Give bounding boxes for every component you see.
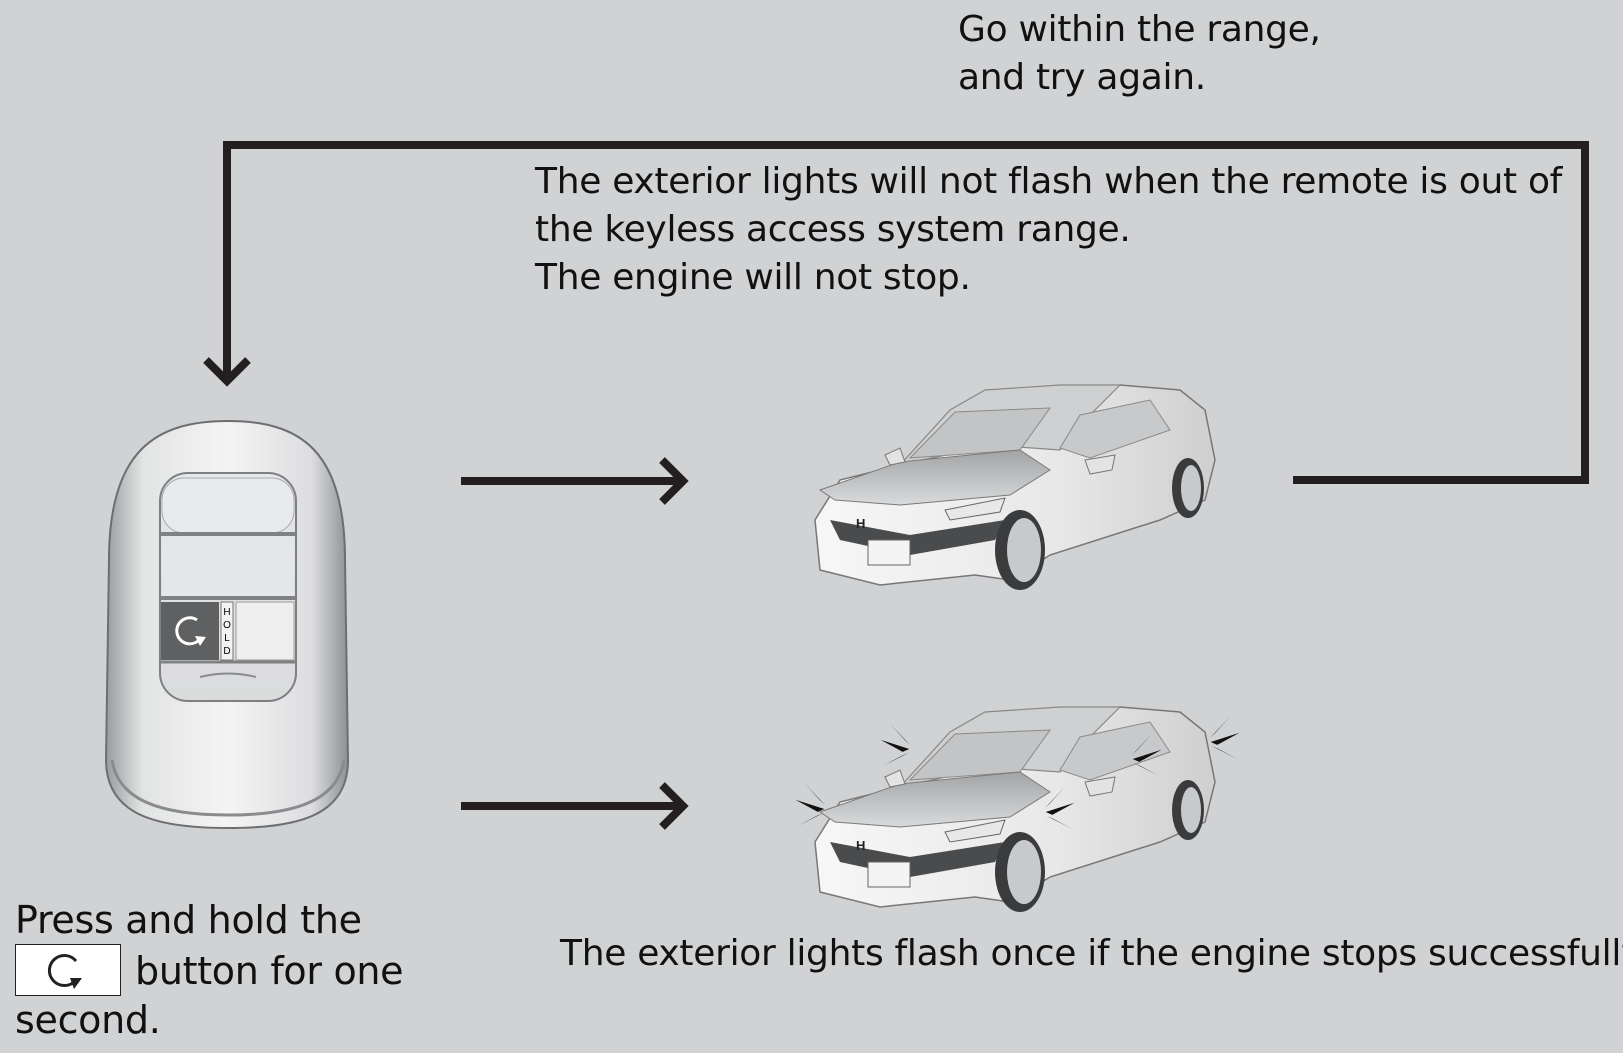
fob-button-unlock[interactable] [162, 537, 294, 597]
engine-start-stop-button-symbol [15, 944, 121, 996]
retry-note-line: Go within the range, [958, 9, 1321, 50]
loop-back-arrowhead [203, 357, 251, 387]
car-flashing-lights [814, 706, 1216, 913]
arrow-to-no-flash-head [659, 457, 689, 505]
car-no-flash [814, 384, 1216, 591]
fob-bottom-rim [110, 759, 346, 817]
fob-face-notch [199, 672, 257, 678]
instruction-line-2-text: button for one [135, 949, 404, 993]
arrow-to-flash-head [659, 782, 689, 830]
retry-note: Go within the range, and try again. [958, 6, 1321, 102]
success-note-line: The exterior lights flash once if the en… [560, 933, 1623, 974]
instruction-line-2: button for one [15, 944, 404, 996]
engine-start-stop-icon [47, 953, 82, 989]
hold-label-o: O [223, 620, 231, 631]
fob-button-trunk[interactable] [235, 601, 295, 661]
hold-label-l: L [224, 633, 230, 644]
out-of-range-line: The engine will not stop. [535, 257, 971, 298]
instruction-text: Press and hold the button for one second… [15, 896, 404, 1044]
out-of-range-note: The exterior lights will not flash when … [535, 158, 1562, 302]
loop-back-line [223, 141, 1589, 484]
flash-mark-rear [1206, 715, 1245, 764]
hold-label-strip [220, 601, 234, 661]
instruction-line-1: Press and hold the [15, 898, 362, 942]
engine-start-stop-icon [175, 616, 201, 646]
hold-label-d: D [223, 646, 230, 657]
hold-label-h: H [223, 607, 230, 618]
out-of-range-line: the keyless access system range. [535, 209, 1131, 250]
out-of-range-line: The exterior lights will not flash when … [535, 161, 1563, 202]
flash-mark-front-left [790, 782, 829, 831]
fob-button-engine-start[interactable] [161, 602, 219, 660]
instruction-line-3: second. [15, 998, 161, 1042]
success-note: The exterior lights flash once if the en… [560, 930, 1623, 978]
flash-mark-left-mirror [875, 722, 914, 771]
engine-start-stop-icon-arrow [195, 636, 206, 646]
retry-note-line: and try again. [958, 57, 1206, 98]
